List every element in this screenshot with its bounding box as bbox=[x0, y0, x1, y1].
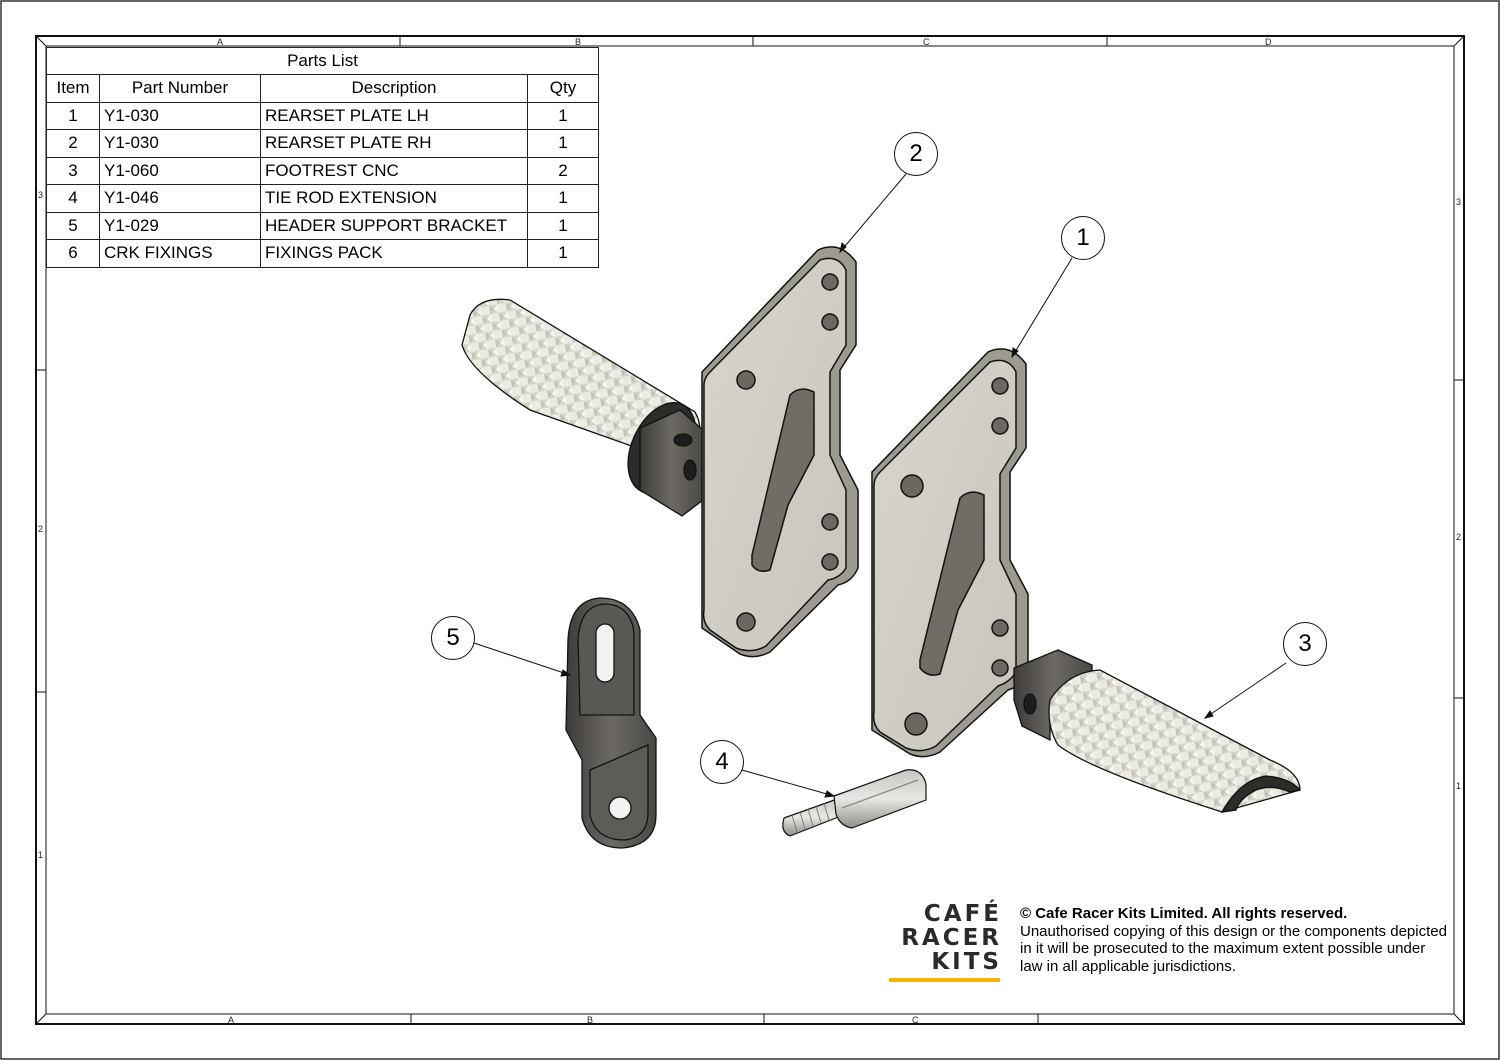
part-number: CRK FIXINGS bbox=[99, 239, 261, 268]
logo-accent-bar bbox=[889, 978, 1000, 982]
tie-rod-extension-part bbox=[782, 769, 927, 837]
part-number: Y1-030 bbox=[99, 101, 261, 130]
plate-rh-hole bbox=[821, 273, 839, 291]
table-row: 5 Y1-029 HEADER SUPPORT BRACKET 1 bbox=[46, 211, 599, 240]
item-number: 3 bbox=[46, 156, 100, 185]
zone-bottom-b: B bbox=[587, 1015, 594, 1025]
logo-line-cafe: CAFÉ bbox=[923, 901, 1002, 927]
table-row: 2 Y1-030 REARSET PLATE RH 1 bbox=[46, 129, 599, 158]
bracket-hole bbox=[608, 796, 632, 820]
copyright-heading: © Cafe Racer Kits Limited. All rights re… bbox=[1020, 905, 1348, 922]
item-number: 5 bbox=[46, 211, 100, 240]
parts-list-header-row: Item Part Number Description Qty bbox=[46, 74, 599, 103]
zone-right-1: 1 bbox=[1456, 781, 1462, 791]
part-qty: 1 bbox=[527, 129, 599, 158]
balloon-item-5: 5 bbox=[431, 616, 475, 660]
part-number: Y1-029 bbox=[99, 211, 261, 240]
zone-left-2: 2 bbox=[38, 524, 44, 534]
footrest-right-knurl bbox=[1048, 669, 1301, 813]
plate-lh-hole bbox=[991, 377, 1009, 395]
bracket-slot bbox=[595, 623, 615, 683]
part-qty: 1 bbox=[527, 184, 599, 213]
part-description: REARSET PLATE RH bbox=[260, 129, 528, 158]
bracket-face-lower bbox=[589, 744, 649, 841]
part-description: TIE ROD EXTENSION bbox=[260, 184, 528, 213]
plate-lh-face bbox=[872, 359, 1017, 752]
item-number: 6 bbox=[46, 239, 100, 268]
tie-rod-thread-lines bbox=[791, 802, 830, 833]
footrest-right-part bbox=[1013, 649, 1302, 813]
zone-right-2: 2 bbox=[1456, 532, 1462, 542]
frame-corners bbox=[35, 35, 1465, 1025]
footrest-left-part bbox=[461, 298, 704, 517]
part-qty: 1 bbox=[527, 239, 599, 268]
part-number: Y1-030 bbox=[99, 129, 261, 158]
footrest-left-clevis-hole bbox=[683, 459, 697, 481]
zone-right-3: 3 bbox=[1456, 197, 1462, 207]
plate-lh-slot bbox=[919, 491, 985, 676]
part-number: Y1-046 bbox=[99, 184, 261, 213]
column-header-part-number: Part Number bbox=[99, 74, 261, 103]
zone-dividers bbox=[36, 36, 1464, 1024]
cafe-racer-kits-logo: CAFÉ RACER KITS bbox=[884, 902, 1002, 974]
footrest-right-endcap bbox=[1220, 775, 1302, 813]
zone-top-b: B bbox=[575, 37, 582, 47]
tie-rod-hex bbox=[833, 769, 927, 829]
leader-lines bbox=[473, 173, 1287, 798]
table-row: 3 Y1-060 FOOTREST CNC 2 bbox=[46, 156, 599, 185]
part-description: HEADER SUPPORT BRACKET bbox=[260, 211, 528, 240]
item-number: 4 bbox=[46, 184, 100, 213]
part-number: Y1-060 bbox=[99, 156, 261, 185]
rearset-plate-lh-part bbox=[871, 348, 1029, 758]
table-row: 1 Y1-030 REARSET PLATE LH 1 bbox=[46, 101, 599, 130]
part-description: FIXINGS PACK bbox=[260, 239, 528, 268]
balloon-item-2: 2 bbox=[894, 132, 938, 176]
zone-bottom-a: A bbox=[228, 1015, 235, 1025]
part-qty: 1 bbox=[527, 211, 599, 240]
tie-rod-thread bbox=[782, 797, 847, 837]
zone-bottom-c: C bbox=[912, 1015, 919, 1025]
part-description: REARSET PLATE LH bbox=[260, 101, 528, 130]
frame-inner bbox=[45, 45, 1455, 1015]
column-header-item: Item bbox=[46, 74, 100, 103]
rearset-plate-rh-part bbox=[701, 246, 859, 658]
zone-left-1: 1 bbox=[38, 850, 44, 860]
part-description: FOOTREST CNC bbox=[260, 156, 528, 185]
header-support-bracket-part bbox=[565, 597, 657, 849]
item-number: 2 bbox=[46, 129, 100, 158]
column-header-qty: Qty bbox=[527, 74, 599, 103]
parts-list-title: Parts List bbox=[46, 47, 599, 75]
zone-left-3: 3 bbox=[38, 190, 44, 200]
frame-outer bbox=[35, 35, 1465, 1025]
copyright-body: Unauthorised copying of this design or t… bbox=[1020, 922, 1447, 975]
part-qty: 2 bbox=[527, 156, 599, 185]
table-row: 4 Y1-046 TIE ROD EXTENSION 1 bbox=[46, 184, 599, 213]
parts-list-caption-row: Parts List bbox=[46, 47, 599, 75]
zone-top-d: D bbox=[1265, 37, 1272, 47]
balloon-item-3: 3 bbox=[1283, 622, 1327, 666]
logo-line-racer: RACER bbox=[901, 925, 1002, 951]
column-header-description: Description bbox=[260, 74, 528, 103]
copyright-notice: © Cafe Racer Kits Limited. All rights re… bbox=[1020, 905, 1450, 975]
table-row: 6 CRK FIXINGS FIXINGS PACK 1 bbox=[46, 239, 599, 268]
logo-line-kits: KITS bbox=[931, 949, 1002, 975]
parts-list-table: Parts List Item Part Number Description … bbox=[46, 47, 599, 268]
plate-rh-slot bbox=[751, 388, 815, 572]
plate-rh-face bbox=[702, 257, 847, 652]
zone-top-a: A bbox=[217, 37, 224, 47]
item-number: 1 bbox=[46, 101, 100, 130]
balloon-item-4: 4 bbox=[700, 740, 744, 784]
part-qty: 1 bbox=[527, 101, 599, 130]
balloon-item-1: 1 bbox=[1061, 216, 1105, 260]
zone-top-c: C bbox=[923, 37, 930, 47]
